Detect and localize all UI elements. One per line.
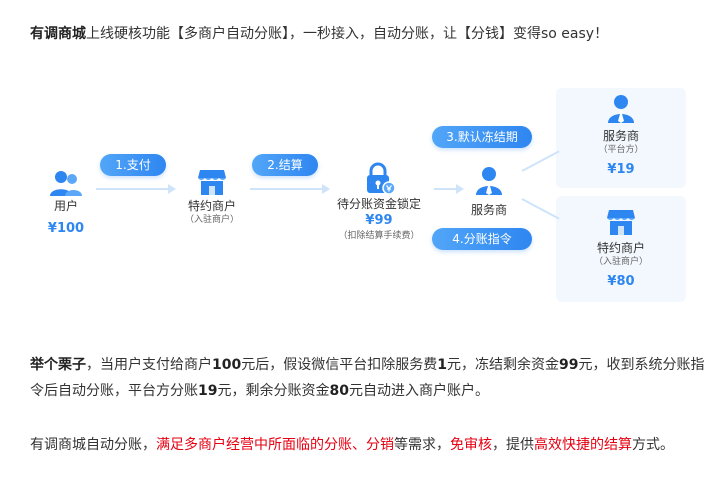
arrow-head (322, 184, 330, 194)
summary-text: 方式。 (632, 437, 674, 453)
example-number: 1 (437, 357, 447, 373)
step-pay-pill: 1.支付 (100, 154, 166, 176)
merchant-card-amount: ¥80 (607, 274, 635, 289)
summary-highlight: 免审核 (450, 437, 492, 453)
intro-text: 上线硬核功能【多商户自动分账】，一秒接入，自动分账，让【分钱】变得so easy… (86, 26, 609, 42)
arrow-pending-provider (434, 188, 458, 190)
pending-node: 待分账资金锁定 ¥99 （扣除结算手续费） (324, 162, 434, 243)
example-paragraph: 举个栗子，当用户支付给商户100元后，假设微信平台扣除服务费1元，冻结剩余资金9… (30, 352, 710, 404)
arrow-provider-up (521, 150, 560, 172)
intro-strong: 有调商城 (30, 26, 86, 42)
users-icon (50, 171, 82, 196)
example-number: 100 (212, 357, 242, 373)
agent-icon (608, 95, 634, 123)
lock-coin-icon (367, 162, 396, 195)
arrow-head (168, 184, 176, 194)
provider-card-amount: ¥19 (607, 162, 635, 177)
example-number: 19 (198, 383, 218, 399)
shop-icon (607, 210, 635, 235)
summary-highlight: 高效快捷的结算 (534, 437, 632, 453)
merchant-card-content: 特约商户 （入驻商户） ¥80 (556, 208, 686, 291)
merchant-name: 特约商户 (187, 199, 236, 213)
agent-icon (476, 167, 502, 195)
example-text: 元后，假设微信平台扣除服务费 (241, 357, 438, 373)
merchant-card-name: 特约商户 (596, 241, 645, 255)
example-text: 元，剩余分账资金 (217, 383, 330, 399)
step-split-pill: 4.分账指令 (432, 228, 532, 250)
arrow-provider-down (521, 198, 560, 220)
provider-card-content: 服务商 （平台方） ¥19 (556, 94, 686, 179)
user-name: 用户 (53, 199, 78, 213)
summary-text: 等需求， (394, 437, 450, 453)
example-number: 99 (558, 357, 579, 373)
pending-sub: （扣除结算手续费） (338, 231, 420, 241)
summary-paragraph: 有调商城自动分账，满足多商户经营中所面临的分账、分销等需求，免审核，提供高效快捷… (30, 432, 710, 458)
user-amount: ¥100 (47, 221, 85, 236)
example-strong: 举个栗子 (30, 357, 86, 373)
arrow-user-merchant (96, 188, 170, 190)
merchant-card-sub: （入驻商户） (593, 257, 648, 267)
split-flow-diagram: 1.支付 2.结算 3.默认冻结期 4.分账指令 用户 ¥100 特约商户 （入… (38, 86, 688, 304)
example-number: 80 (329, 383, 349, 399)
example-text: ，当用户支付给商户 (86, 357, 212, 373)
provider-node: 服务商 (458, 166, 520, 218)
step-freeze-pill: 3.默认冻结期 (432, 126, 532, 148)
shop-icon (198, 170, 226, 195)
step-settle-pill: 2.结算 (252, 154, 318, 176)
pending-amount: ¥99 (365, 213, 393, 228)
merchant-sub: （入驻商户） (184, 215, 239, 225)
provider-card-name: 服务商 (602, 129, 639, 143)
provider-card-sub: （平台方） (598, 145, 644, 155)
merchant-node: 特约商户 （入驻商户） (172, 168, 252, 227)
arrow-merchant-pending (250, 188, 324, 190)
example-text: 元，收到系统分账指令后自动分账，平台方分账 (30, 357, 705, 399)
example-text: 元，冻结剩余资金 (446, 357, 559, 373)
user-node: 用户 ¥100 (38, 170, 94, 238)
summary-text: ，提供 (492, 437, 534, 453)
intro-paragraph: 有调商城上线硬核功能【多商户自动分账】，一秒接入，自动分账，让【分钱】变得so … (30, 21, 710, 47)
provider-name: 服务商 (470, 203, 507, 217)
summary-text: 有调商城自动分账， (30, 437, 156, 453)
arrow-head (456, 184, 464, 194)
pending-name: 待分账资金锁定 (336, 197, 421, 211)
example-text: 元自动进入商户账户。 (348, 383, 489, 399)
summary-highlight: 满足多商户经营中所面临的分账、分销 (156, 437, 394, 453)
